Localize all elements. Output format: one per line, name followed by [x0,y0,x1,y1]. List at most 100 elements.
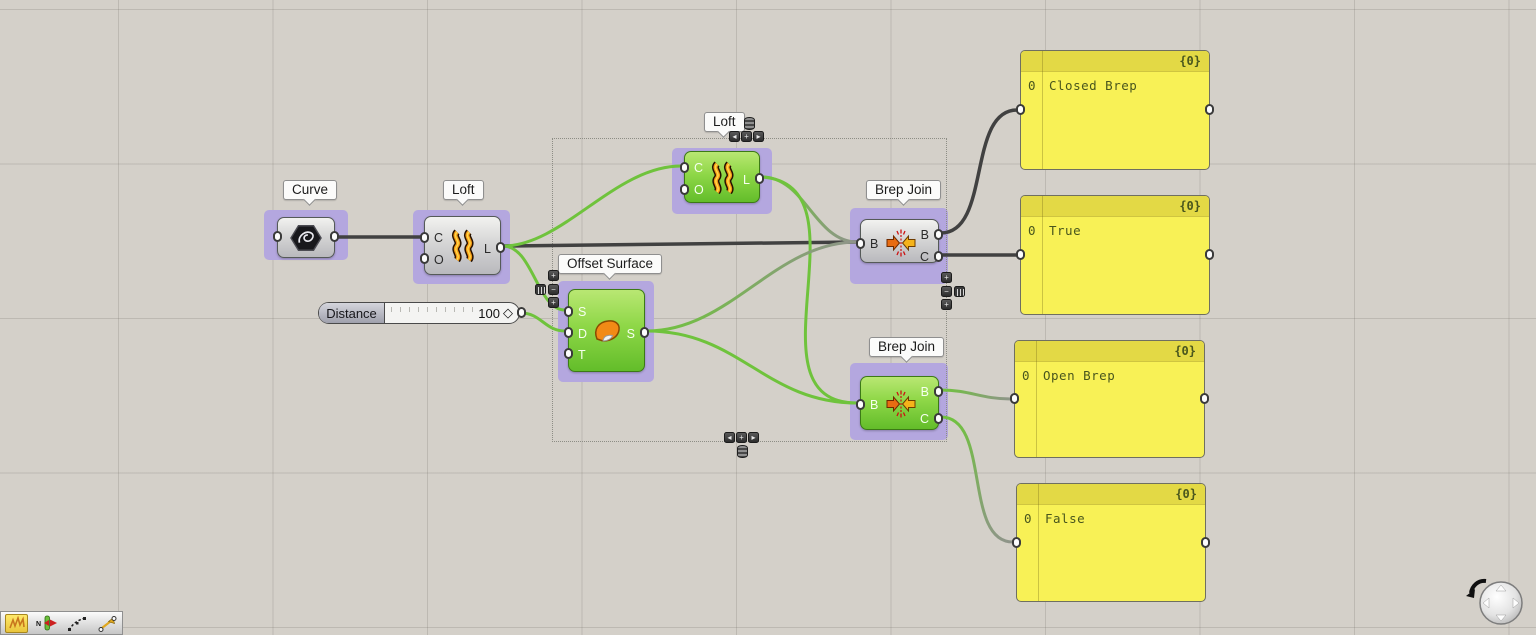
component-offset-surface[interactable]: S D T S [564,289,649,372]
zui-plus-button[interactable]: + [548,297,559,308]
slider-label: Distance [319,303,385,323]
curve-output-nub[interactable] [330,231,339,242]
canvas-toolbar[interactable]: N [0,611,123,635]
slider-handle[interactable]: ◇ [503,305,513,320]
data-stack-icon[interactable] [744,117,755,130]
data-stack-icon[interactable] [737,445,748,458]
panel-header: {0} [1017,484,1205,505]
callout-label: Brep Join [875,182,933,197]
loft1-input-c-label: C [434,231,444,245]
brepjoin2-output-b-nub[interactable] [934,386,943,397]
sketch-curve-button[interactable] [65,614,88,633]
panel-gutter [1042,51,1043,169]
loft2-input-o-nub[interactable] [680,184,689,195]
brepjoin2-output-c-nub[interactable] [934,413,943,424]
callout-brep-join1: Brep Join [866,180,942,206]
wire-loft1-to-brepjoin1[interactable] [502,240,858,248]
zui-plus-button[interactable]: + [941,272,952,283]
loft2-input-c-label: C [694,161,704,175]
callout-curve: Curve [283,180,338,206]
panel-open-brep[interactable]: {0} 0 Open Brep [1010,340,1209,458]
panel3-input-nub[interactable] [1010,393,1019,404]
svg-text:N: N [36,621,41,628]
panel-line-index: 0 [1022,368,1030,383]
component-brep-join1[interactable]: B B C [856,219,943,263]
loft1-input-o-nub[interactable] [420,253,429,264]
navigation-ball[interactable] [1462,572,1524,628]
panel4-input-nub[interactable] [1012,536,1021,548]
panel-true[interactable]: {0} 0 True [1016,195,1214,315]
wire-brepjoin2-to-panel4[interactable] [940,415,1014,544]
wire-brepjoin2-to-panel3[interactable] [940,388,1012,401]
zui-plus-button[interactable]: + [941,299,952,310]
sketch-toggle-button[interactable] [5,613,28,633]
zui-plus-button[interactable]: + [736,432,747,443]
panel-closed-brep[interactable]: {0} 0 Closed Brep [1016,50,1214,170]
move-vector-button[interactable]: N [35,614,58,633]
zui-list-button[interactable] [535,284,546,295]
loft1-output-l-nub[interactable] [496,242,505,253]
component-loft1[interactable]: C O L [420,216,505,275]
panel4-output-nub[interactable] [1201,536,1210,548]
slider-ticks [391,307,479,312]
offset-input-d-nub[interactable] [564,327,573,338]
zui-minus-button[interactable]: − [941,286,952,297]
brepjoin1-output-c-nub[interactable] [934,251,943,262]
offset-output-s-label: S [626,327,635,341]
loft2-output-l-nub[interactable] [755,173,764,184]
panel-gutter [1036,341,1037,457]
brepjoin2-output-b-label: B [920,385,929,399]
component-loft2[interactable]: C O L [680,151,764,203]
brepjoin1-input-b-label: B [870,237,879,251]
callout-loft1: Loft [443,180,484,206]
slider-track[interactable]: 100 ◇ [385,303,519,323]
panel1-output-nub[interactable] [1205,104,1214,115]
brepjoin2-output-c-label: C [919,412,929,426]
zui-right-button[interactable]: ▸ [748,432,759,443]
line-arrow-icon [98,615,116,632]
panel2-input-nub[interactable] [1016,249,1025,260]
brepjoin2-input-b-nub[interactable] [856,399,865,410]
zui-right-button[interactable]: ▸ [753,131,764,142]
wire-loft1-to-loft2[interactable] [502,164,682,248]
loft1-input-c-nub[interactable] [420,232,429,243]
loft1-input-o-label: O [434,253,444,267]
distance-slider[interactable]: Distance 100 ◇ [318,302,526,324]
line-arrow-button[interactable] [95,614,118,633]
zui-minus-button[interactable]: − [548,284,559,295]
zui-left-button[interactable]: ◂ [729,131,740,142]
offset-input-t-label: T [578,348,586,362]
loft2-input-c-nub[interactable] [680,162,689,173]
callout-loft2: Loft [704,112,745,138]
offset-output-s-nub[interactable] [640,327,649,338]
panel2-output-nub[interactable] [1205,249,1214,260]
brepjoin2-input-b-label: B [870,398,879,412]
offset-input-t-nub[interactable] [564,348,573,359]
zui-list-button[interactable] [954,286,965,297]
zui-left-button[interactable]: ◂ [724,432,735,443]
curve-input-nub[interactable] [273,231,282,242]
brepjoin1-output-b-nub[interactable] [934,229,943,240]
loft2-output-l-label: L [743,173,750,187]
wire-loft2-to-brepjoin2[interactable] [761,175,858,405]
panel3-output-nub[interactable] [1200,393,1209,404]
slider-output-nub[interactable] [517,307,526,318]
zui-plus-button[interactable]: + [548,270,559,281]
sketch-curve-icon [67,616,86,631]
loft-icon [451,229,474,263]
offset-input-s-nub[interactable] [564,306,573,317]
wire-offset-to-brepjoin1[interactable] [646,240,858,333]
component-brep-join2[interactable]: B B C [856,376,943,430]
wire-offset-to-brepjoin2[interactable] [646,329,858,405]
panel-false[interactable]: {0} 0 False [1012,483,1210,602]
brepjoin1-input-b-nub[interactable] [856,238,865,249]
zui-plus-button[interactable]: + [741,131,752,142]
component-curve[interactable] [273,217,339,258]
wire-brepjoin1-to-panel1[interactable] [940,108,1018,235]
wire-slider-to-offset[interactable] [520,311,566,333]
panel1-input-nub[interactable] [1016,104,1025,115]
panel-text: Open Brep [1043,368,1116,383]
brepjoin1-output-b-label: B [920,228,929,242]
